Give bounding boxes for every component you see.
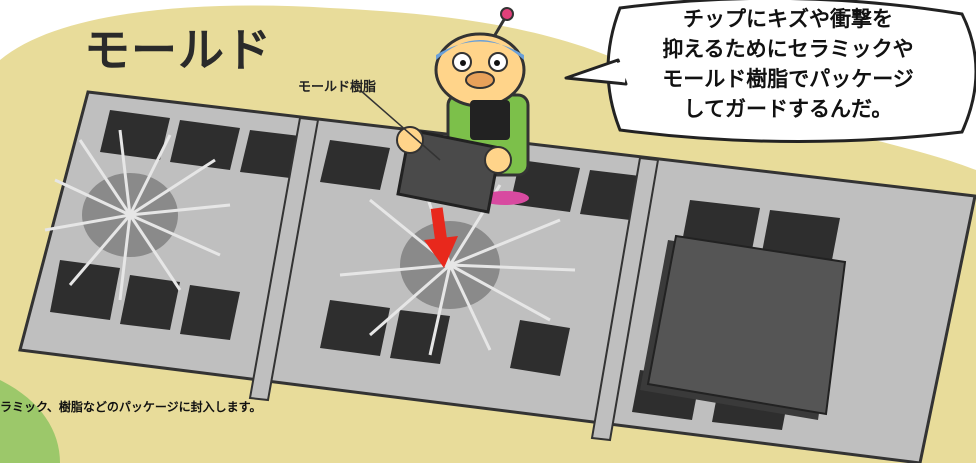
mold-chip (396, 126, 512, 214)
left-die (44, 129, 231, 301)
background-blob-green (0, 380, 60, 463)
speech-bubble (564, 0, 976, 144)
down-arrow (424, 207, 458, 268)
page-title: モールド (84, 23, 272, 77)
speech-line-3: モールド樹脂でパッケージ (662, 67, 914, 91)
speech-line-2: 抑えるためにセラミックや (662, 37, 914, 61)
middle-die (339, 174, 576, 356)
caption-text: ラミック、樹脂などのパッケージに封入します。 (0, 400, 262, 414)
speech-bubble-text: チップにキズや衝撃を 抑えるためにセラミックや モールド樹脂でパッケージ してガ… (610, 4, 966, 124)
speech-line-4: してガードするんだ。 (683, 97, 893, 121)
molded-package (640, 234, 847, 420)
mold-resin-label: モールド樹脂 (298, 80, 377, 95)
mold-label-pointer (359, 89, 441, 161)
speech-line-1: チップにキズや衝撃を (683, 7, 893, 31)
